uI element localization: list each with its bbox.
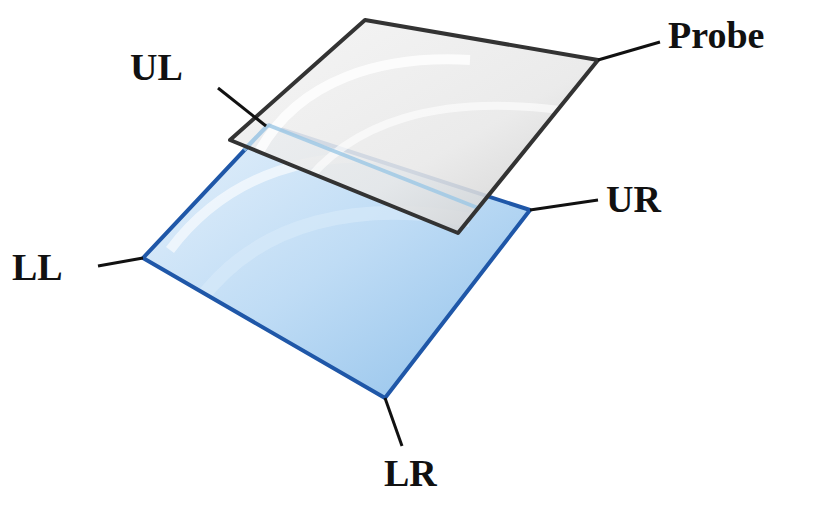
corner-label: LL	[12, 248, 63, 286]
corner-label: UR	[606, 180, 661, 218]
probe-outline	[230, 20, 598, 233]
corner-label: UL	[130, 48, 183, 86]
leader-lines	[98, 42, 660, 446]
probe-plate	[230, 20, 598, 233]
corner-label: LR	[384, 454, 437, 492]
corner-label: Probe	[668, 16, 764, 54]
